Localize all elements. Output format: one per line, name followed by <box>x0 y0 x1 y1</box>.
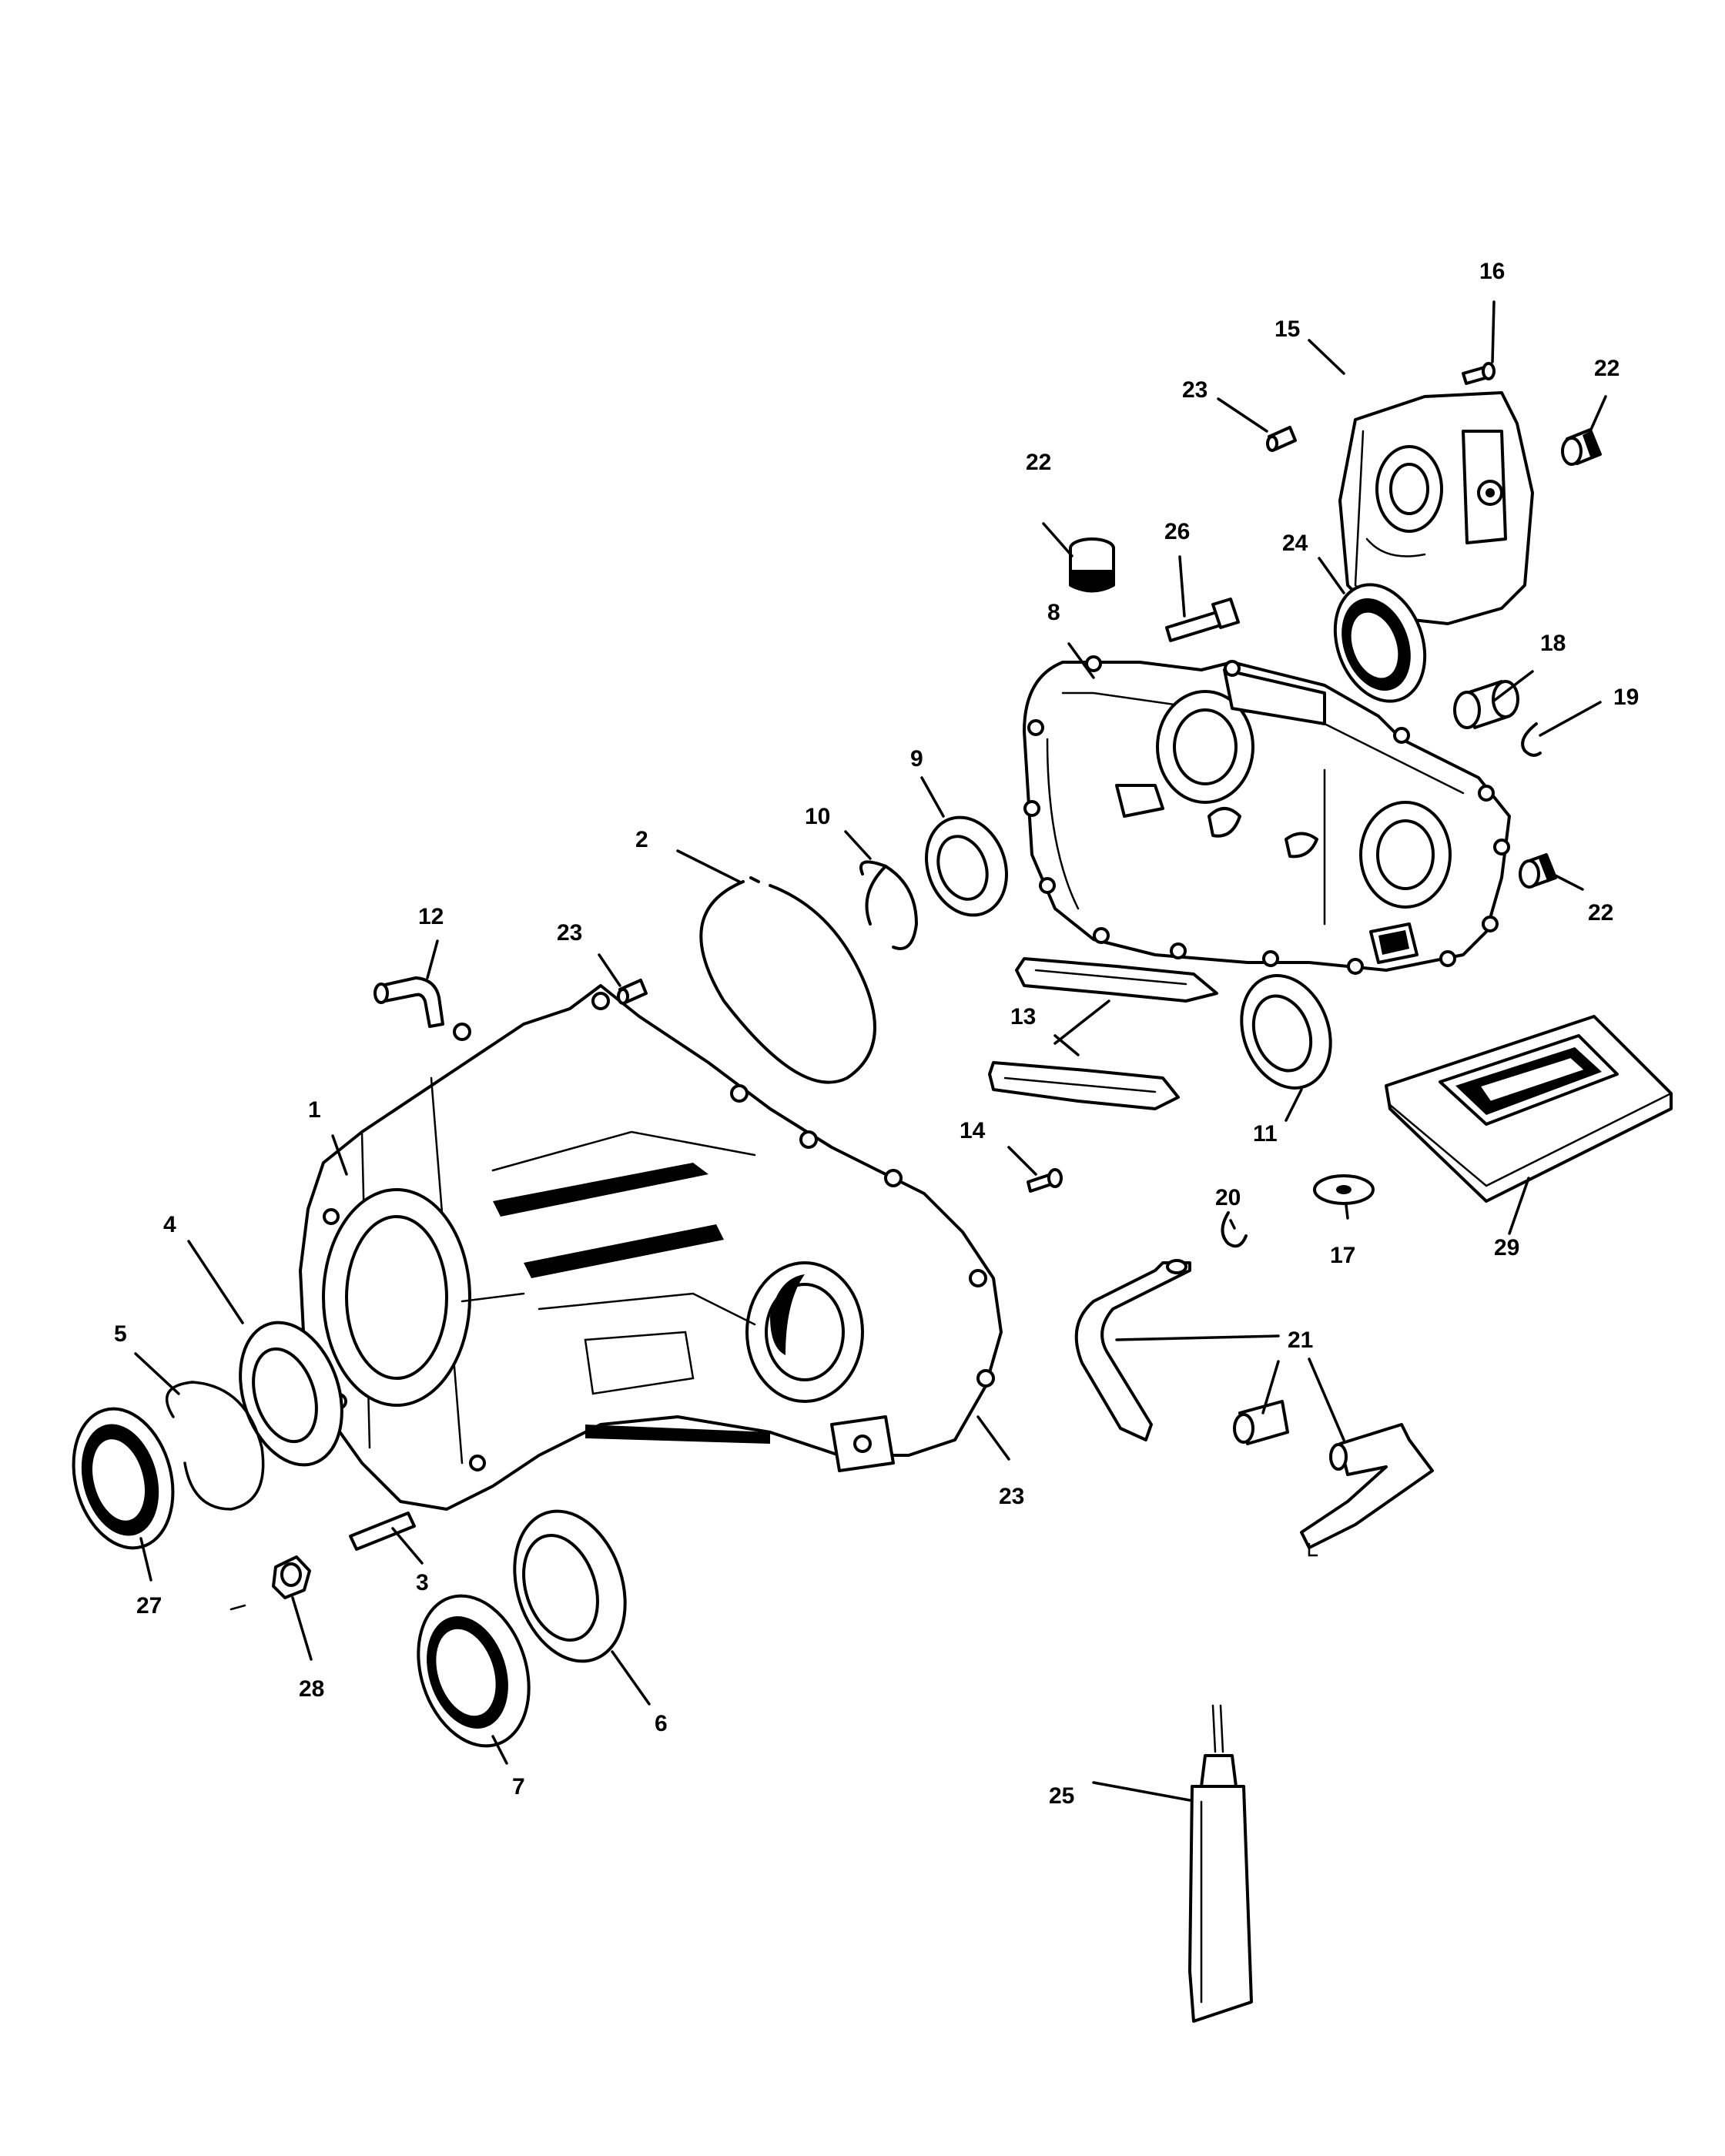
part-6-bearing <box>513 1509 627 1663</box>
part-4-seal <box>239 1321 343 1467</box>
part-3-dowel <box>349 1512 416 1551</box>
callout-22-b: 22 <box>1594 356 1619 381</box>
callout-5: 5 <box>114 1321 127 1347</box>
callout-27: 27 <box>136 1593 162 1619</box>
part-22-plug-a <box>1069 537 1115 593</box>
callout-23-c: 23 <box>999 1484 1024 1509</box>
part-23-dowel-a <box>1266 426 1297 452</box>
callout-18: 18 <box>1540 631 1566 656</box>
callout-17: 17 <box>1330 1243 1355 1268</box>
callout-22-c: 22 <box>1588 900 1613 926</box>
callout-28: 28 <box>299 1676 324 1702</box>
part-19-clip <box>1521 722 1542 757</box>
part-29-control-module <box>1385 1015 1673 1203</box>
part-12-vent <box>373 976 444 1028</box>
callout-20: 20 <box>1215 1185 1241 1210</box>
part-25-sealant-tube <box>1188 1704 1253 2023</box>
callout-25: 25 <box>1049 1783 1074 1809</box>
part-21-shift-rail <box>1074 1259 1434 1557</box>
part-20-ring <box>1221 1211 1248 1248</box>
part-11-seal <box>1240 974 1332 1090</box>
part-17-washer <box>1313 1174 1375 1205</box>
callout-24: 24 <box>1282 531 1308 556</box>
callout-6: 6 <box>655 1711 668 1736</box>
callout-21: 21 <box>1288 1327 1313 1353</box>
callout-23-a: 23 <box>1182 377 1208 403</box>
part-13-plates <box>988 957 1218 1110</box>
part-22-plug-b <box>1561 428 1602 466</box>
part-10-snap-ring <box>859 860 919 950</box>
callout-2: 2 <box>635 827 648 852</box>
part-24-seal <box>1333 583 1427 703</box>
part-26-bolt <box>1165 598 1240 642</box>
part-1-front-case <box>299 984 1003 1511</box>
callout-22-a: 22 <box>1026 450 1051 475</box>
part-22-plug-c <box>1519 853 1557 889</box>
part-18-bearing <box>1453 680 1519 729</box>
part-27-seal <box>72 1407 175 1550</box>
callout-13: 13 <box>1010 1004 1036 1029</box>
callout-1: 1 <box>308 1097 321 1123</box>
part-23-dowel-b <box>617 979 648 1005</box>
part-5-retaining-ring <box>166 1381 265 1511</box>
callout-3: 3 <box>416 1570 429 1595</box>
callout-26: 26 <box>1164 519 1190 544</box>
callout-12: 12 <box>418 904 444 929</box>
callout-11: 11 <box>1253 1121 1278 1147</box>
callout-19: 19 <box>1613 685 1639 710</box>
callout-29: 29 <box>1494 1235 1519 1260</box>
callout-9: 9 <box>910 746 923 772</box>
callout-15: 15 <box>1274 316 1300 342</box>
callout-16: 16 <box>1479 259 1505 284</box>
part-2-snap-ring <box>699 876 876 1084</box>
part-8-rear-case <box>1023 655 1511 975</box>
callout-8: 8 <box>1047 600 1060 625</box>
callout-labels: 1 2 3 4 5 6 7 8 9 10 11 12 13 14 15 16 1… <box>114 259 1639 1809</box>
callout-7: 7 <box>512 1774 525 1799</box>
part-15-cover <box>1338 391 1534 625</box>
part-7-seal <box>417 1594 531 1748</box>
part-9-bearing <box>925 815 1008 917</box>
part-16-bolt <box>1462 362 1496 385</box>
callout-4: 4 <box>163 1212 176 1237</box>
callout-23-b: 23 <box>557 920 582 946</box>
leader-lines <box>134 300 1607 1802</box>
callout-10: 10 <box>805 804 830 829</box>
callout-14: 14 <box>960 1118 986 1143</box>
part-14-bolt <box>1027 1168 1063 1193</box>
part-28-plug <box>229 1555 311 1611</box>
